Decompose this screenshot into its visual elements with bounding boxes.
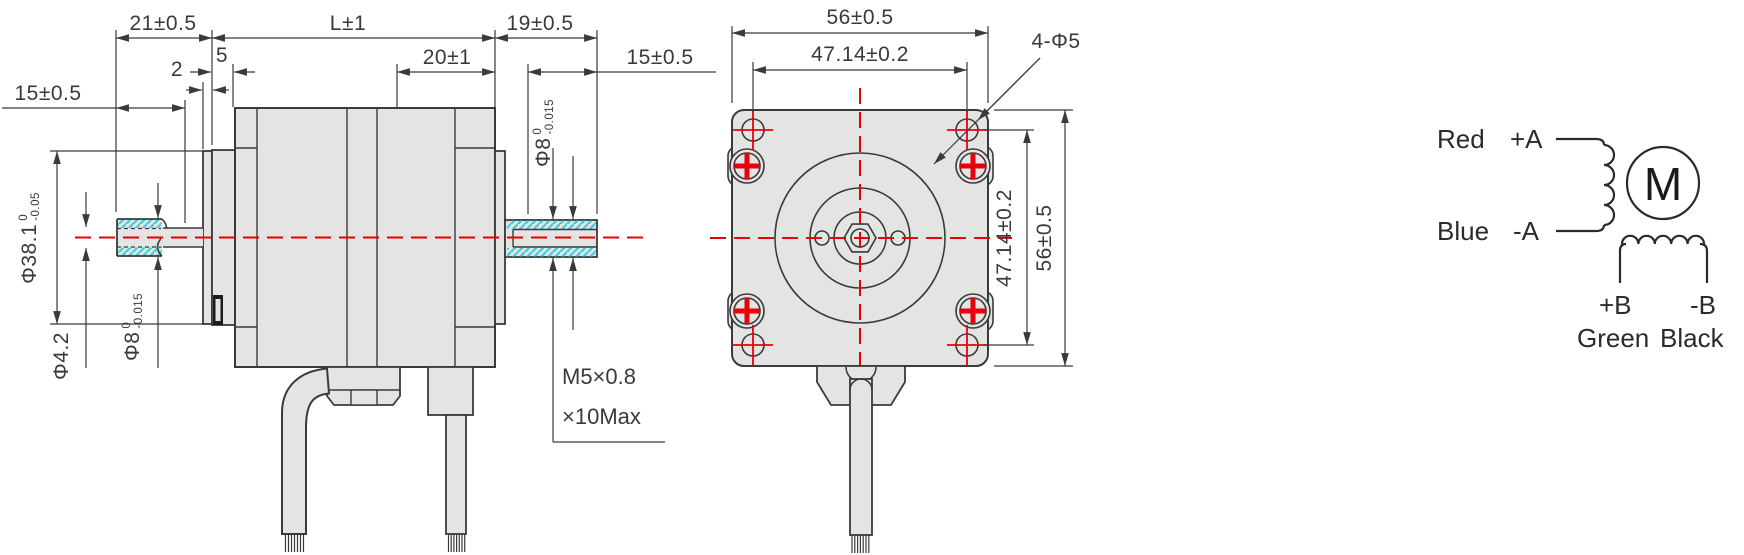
front-shaft-tol-lower: -0.015 xyxy=(544,98,556,135)
label-rear-shaft-diameter: Φ8 0 -0.015 xyxy=(121,293,145,361)
motor-symbol: M xyxy=(1643,158,1683,210)
dim-rear-shaft-length: 15±0.5 xyxy=(14,82,82,105)
cable-left xyxy=(281,367,331,535)
label-bore-diameter: Φ4.2 xyxy=(50,332,74,380)
front-cable-wires xyxy=(851,535,870,553)
front-centerlines xyxy=(710,88,1012,402)
dim-front-shaft-length: 15±0.5 xyxy=(626,46,694,69)
label-mounting-holes: 4-Φ5 xyxy=(1031,30,1081,53)
rear-shaft-tol-upper: 0 xyxy=(120,321,133,329)
front-height-value: 56±0.5 xyxy=(1033,204,1056,272)
screw-slots xyxy=(734,153,986,324)
front-shaft-diameter-value: Φ8 xyxy=(532,137,555,168)
phase-b-lead-plus xyxy=(1618,242,1627,283)
cable-right-wires xyxy=(447,534,466,552)
phase-a-lead-minus xyxy=(1556,224,1606,233)
dim-front-width: 56±0.5 xyxy=(826,6,894,29)
bore-diameter-value: Φ4.2 xyxy=(50,332,73,380)
thread-note-line1: M5×0.8 xyxy=(562,364,636,389)
cable-left-wires xyxy=(284,534,305,552)
motor-circle xyxy=(1625,145,1701,221)
phase-a-lead-plus xyxy=(1556,137,1606,146)
pilot-circle xyxy=(774,152,946,324)
cable-right xyxy=(445,414,467,535)
dim-hole-spacing-h: 47.14±0.2 xyxy=(811,43,909,66)
dim-body-length: L±1 xyxy=(329,12,367,35)
wiring-diagram xyxy=(1556,137,1709,283)
front-dimensions xyxy=(731,26,1073,367)
wire-color-blue: Blue xyxy=(1437,216,1490,246)
pilot-diameter-tol-upper: 0 xyxy=(17,213,30,221)
thread-note-line2: ×10Max xyxy=(562,404,641,429)
dim-rear-step: 5 xyxy=(215,44,229,67)
front-cable xyxy=(816,365,906,553)
cable-housing xyxy=(326,366,401,406)
dim-rear-extension: 21±0.5 xyxy=(129,12,197,35)
rear-shaft-diameter-value: Φ8 xyxy=(121,331,144,362)
side-dimensions xyxy=(2,30,716,443)
wire-color-green: Green xyxy=(1577,323,1650,353)
pilot-diameter-value: Φ38.1 xyxy=(18,223,41,284)
pilot-diameter-tol-lower: -0.05 xyxy=(30,192,42,221)
front-view xyxy=(710,26,1073,553)
wire-color-red: Red xyxy=(1437,124,1485,154)
side-view xyxy=(2,30,716,552)
front-shaft-tol-upper: 0 xyxy=(531,127,544,135)
label-front-shaft-diameter: Φ8 0 -0.015 xyxy=(532,99,556,167)
hole-spacing-v-value: 47.14±0.2 xyxy=(993,189,1016,287)
phase-b-coil xyxy=(1620,234,1706,245)
phase-a-coil xyxy=(1603,143,1616,227)
terminal-b-plus: +B xyxy=(1599,290,1632,320)
rear-shaft-tol-lower: -0.015 xyxy=(133,292,145,329)
label-pilot-diameter: Φ38.1 0 -0.05 xyxy=(18,192,42,284)
side-cables xyxy=(281,366,474,552)
wire-color-black: Black xyxy=(1660,323,1724,353)
phase-b-lead-minus xyxy=(1699,242,1709,283)
dim-front-height: 56±0.5 xyxy=(1033,204,1057,271)
terminal-a-plus: +A xyxy=(1510,124,1543,154)
terminal-a-minus: -A xyxy=(1513,216,1539,246)
dim-hole-spacing-v: 47.14±0.2 xyxy=(993,189,1017,287)
dim-rear-boss-depth: 2 xyxy=(170,58,184,81)
terminal-b-minus: -B xyxy=(1690,290,1716,320)
dim-front-extension: 19±0.5 xyxy=(506,12,574,35)
hole-crosshairs xyxy=(733,110,987,365)
cable-strain-relief xyxy=(427,366,474,416)
dim-front-section: 20±1 xyxy=(422,46,472,69)
